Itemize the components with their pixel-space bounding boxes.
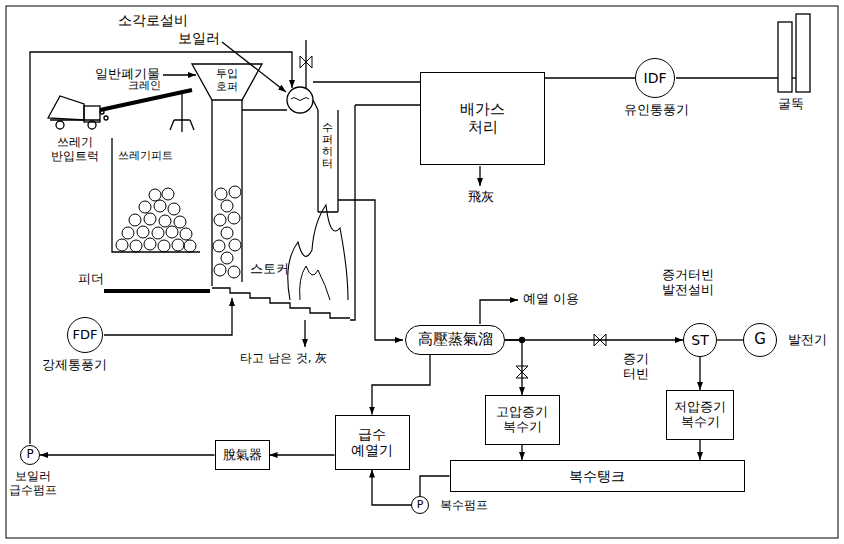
heater-box: 급수 예열기 — [335, 415, 410, 470]
ash-arrow — [304, 320, 305, 347]
part-label: 예열 이용 — [523, 292, 579, 307]
steam-line — [338, 200, 403, 340]
flow-connector — [372, 470, 411, 506]
part-label: 스토커 — [250, 262, 289, 277]
frame — [6, 6, 838, 538]
condenser-box: 저압증기 복수기 — [666, 390, 734, 440]
part-label: 수퍼히터 — [322, 122, 333, 170]
part-label: 보일러 — [178, 30, 220, 46]
node-text: 高壓蒸氣溜 — [418, 331, 493, 348]
flow-connector — [521, 445, 522, 460]
part-label: 굴뚝 — [778, 97, 804, 112]
node-text: 급수 예열기 — [348, 426, 396, 458]
part-label: 증거터빈 발전설비 — [652, 268, 724, 298]
part-label: 피더 — [78, 272, 104, 287]
waste-heat-arrow — [480, 300, 518, 324]
fly-ash-arrow — [479, 166, 480, 186]
part-label: 투입 호퍼 — [212, 68, 242, 93]
node-caption: 강제통풍기 — [38, 358, 110, 373]
node-text: FDF — [73, 328, 98, 343]
node-caption: 유인통풍기 — [621, 103, 691, 118]
flow-connector — [505, 340, 522, 395]
flow-connector — [270, 454, 335, 455]
flow-connector — [699, 440, 700, 460]
node-text: P — [26, 448, 33, 462]
turbine-circle: ST증기 터빈 — [683, 323, 717, 357]
flow-connector — [420, 476, 450, 496]
garbage-truck — [48, 96, 108, 129]
flue-duct — [313, 82, 420, 105]
node-caption: 증기 터빈 — [620, 352, 652, 382]
flow-connector — [372, 355, 430, 415]
condenser-box: 고압증기 복수기 — [485, 395, 560, 445]
flow-connector — [699, 357, 700, 390]
generator-circle: G발전기 — [743, 323, 777, 357]
node-text: IDF — [644, 70, 667, 86]
feeder-stoker — [104, 288, 350, 318]
boiler-drum — [287, 40, 313, 113]
node-text: 배가스 처리 — [455, 101, 511, 136]
air-line — [104, 298, 232, 335]
leader-arrow — [163, 74, 196, 75]
garbage-pit — [112, 138, 200, 252]
flow-connector — [717, 339, 743, 340]
fan-circle: IDF유인통풍기 — [635, 58, 675, 98]
superheater — [313, 100, 338, 212]
crane — [100, 90, 194, 132]
node-caption: 발전기 — [782, 333, 832, 348]
node-text: P — [417, 499, 424, 512]
part-label: 타고 남은 것, 灰 — [240, 352, 327, 366]
node-text: ST — [691, 332, 708, 348]
node-text: 복수탱크 — [569, 468, 625, 484]
furnace-wall — [242, 105, 355, 320]
node-text: G — [754, 331, 766, 348]
deaerator-box: 脫氣器 — [215, 440, 270, 470]
flow-connector — [545, 77, 635, 78]
gas-treatment-box: 배가스 처리 — [420, 72, 545, 165]
node-text: 脫氣器 — [223, 448, 262, 463]
flow-connector — [40, 454, 215, 455]
part-label: 소각로설비 — [118, 12, 188, 28]
part-label: 쓰레기피트 — [118, 150, 173, 163]
part-label: 크레인 — [128, 80, 161, 93]
chimney — [778, 14, 810, 92]
part-label: 飛灰 — [468, 190, 494, 205]
feedwater-line — [30, 52, 292, 444]
flue-line — [676, 77, 778, 78]
flow-connector — [505, 339, 683, 340]
node-caption: 복수펌프 — [434, 499, 494, 513]
node-caption: 보일러 급수펌프 — [3, 470, 63, 498]
fan-circle: FDF강제통풍기 — [67, 317, 103, 353]
pump-circle: P보일러 급수펌프 — [20, 445, 40, 465]
hopper-chute — [192, 64, 262, 286]
steam-header: 高壓蒸氣溜 — [405, 325, 505, 355]
pump-circle: P복수펌프 — [411, 496, 429, 514]
tank-box: 복수탱크 — [450, 460, 745, 492]
part-label: 쓰레기 반입트럭 — [46, 136, 104, 164]
node-text: 고압증기 복수기 — [493, 405, 551, 435]
node-text: 저압증기 복수기 — [672, 400, 728, 430]
